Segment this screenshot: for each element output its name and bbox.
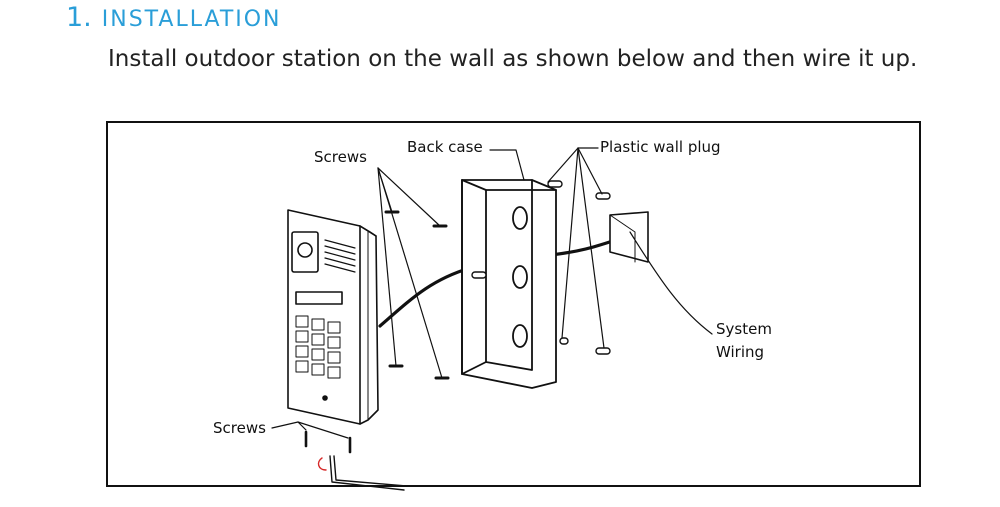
back-case [461, 179, 557, 389]
back-case-label: Back case [407, 138, 483, 156]
system-wiring-label-line2: Wiring [716, 343, 765, 361]
screws-top-label: Screws [314, 148, 367, 166]
screws-bottom-label: Screws [213, 419, 266, 437]
allen-key [317, 455, 407, 491]
section-title: INSTALLATION [101, 7, 282, 32]
screws-top [384, 210, 450, 380]
section-heading: 1. INSTALLATION [66, 2, 282, 36]
installation-diagram-frame [106, 121, 921, 487]
plastic-wall-plug-label: Plastic wall plug [600, 138, 721, 156]
outdoor-station [287, 209, 379, 425]
section-number: 1. [66, 2, 92, 33]
section-description: Install outdoor station on the wall as s… [108, 46, 918, 72]
system-wiring-label-line1: System [716, 320, 772, 338]
wall-opening [609, 211, 649, 263]
screws-bottom [304, 430, 352, 454]
wall-plugs [471, 180, 611, 355]
